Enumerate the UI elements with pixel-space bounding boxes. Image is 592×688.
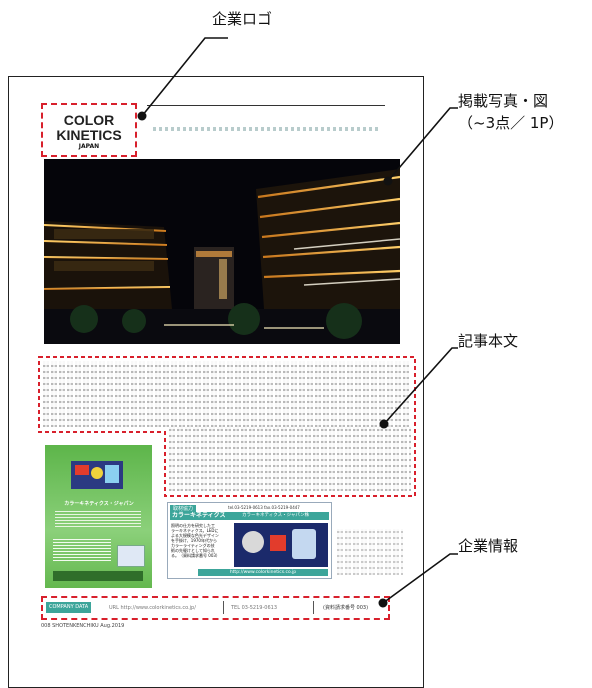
article-line: よる大規模な色光デザイン [171, 533, 219, 538]
article-line: 術の先駆けとして知られ [171, 548, 215, 553]
side-text [337, 529, 403, 575]
page-footer: 008 SHOTENKENCHIKU Aug.2019 [41, 623, 125, 629]
logo-line-3: JAPAN [78, 143, 100, 150]
article-company-sub: カラーキネティクス・ジャパン株 [242, 513, 310, 518]
photo-leader [387, 107, 458, 182]
company-data-label: COMPANY DATA [46, 602, 92, 613]
article-line: 照明の仕方を研究した工 [171, 523, 215, 528]
callout-leader-lines [137, 37, 458, 608]
article-header-bar: カラーキネティクス カラーキネティクス・ジャパン株 [170, 512, 329, 520]
article-tel: tel.03-5219-0613 fax.03-5219-0447 [228, 505, 300, 510]
logo-leader [141, 37, 228, 117]
article-url: http://www.colorkinetics.co.jp [198, 569, 328, 576]
magazine-page: COLOR KINETICS JAPAN [8, 76, 424, 688]
photo-dot [383, 176, 393, 186]
night-building-photo [44, 159, 400, 344]
company-tel: TEL 03-5219-0613 [231, 605, 278, 611]
callout-photo-count: （~3点／ 1P） [458, 114, 564, 132]
company-info-leader [382, 553, 458, 604]
ad-detail-lines [53, 537, 111, 561]
article-body-text-lower [169, 427, 411, 491]
footer-divider [313, 601, 314, 614]
ad-image: カラーキネティクス・ジャパン [45, 445, 152, 588]
logo-line-2: KINETICS [56, 127, 122, 143]
callout-body: 記事本文 [458, 332, 519, 350]
body-dot [379, 419, 389, 429]
ad-footer-bar [53, 571, 143, 581]
ad-text-lines [55, 511, 141, 527]
ad-photo-cluster [71, 461, 123, 489]
title-placeholder [153, 127, 381, 131]
callout-logo: 企業ロゴ [212, 10, 273, 28]
logo-dot [137, 111, 147, 121]
company-data-box: COMPANY DATA URL http://www.colorkinetic… [41, 596, 390, 620]
article-line: を手掛け、1970年代から [171, 538, 217, 543]
ad-caption: カラーキネティクス・ジャパン [64, 501, 134, 507]
company-info-dot [378, 598, 388, 608]
article-line: カラーライティングの技 [171, 543, 215, 548]
callout-photo: 掲載写真・図 [458, 92, 549, 110]
callout-company-info: 企業情報 [458, 537, 519, 555]
article-body-outline [38, 356, 416, 497]
header-rule [147, 105, 385, 106]
article-body-text-upper [43, 361, 411, 427]
company-url: URL http://www.colorkinetics.co.jp/ [109, 605, 196, 611]
main-photo [44, 159, 400, 344]
article-company: カラーキネティクス [172, 512, 226, 519]
article-product-photo [234, 523, 328, 567]
article-line: る。（資料請求番号 003） [171, 553, 220, 558]
article-body [37, 355, 417, 498]
article-line: ラーキネティクス。LEDに [171, 528, 219, 533]
logo-line-1: COLOR [63, 112, 115, 128]
company-ref: (資料請求番号 003) [323, 605, 369, 611]
article-badge: 取材協力 [170, 505, 197, 512]
footer-divider [223, 601, 224, 614]
ad-screenshot [117, 545, 145, 567]
body-leader [383, 347, 458, 425]
logo-box: COLOR KINETICS JAPAN [41, 103, 137, 157]
company-article-box: 取材協力 tel.03-5219-0613 fax.03-5219-0447 カ… [167, 502, 332, 579]
article-text: 照明の仕方を研究した工 ラーキネティクス。LEDに よる大規模な色光デザイン を… [171, 523, 231, 558]
